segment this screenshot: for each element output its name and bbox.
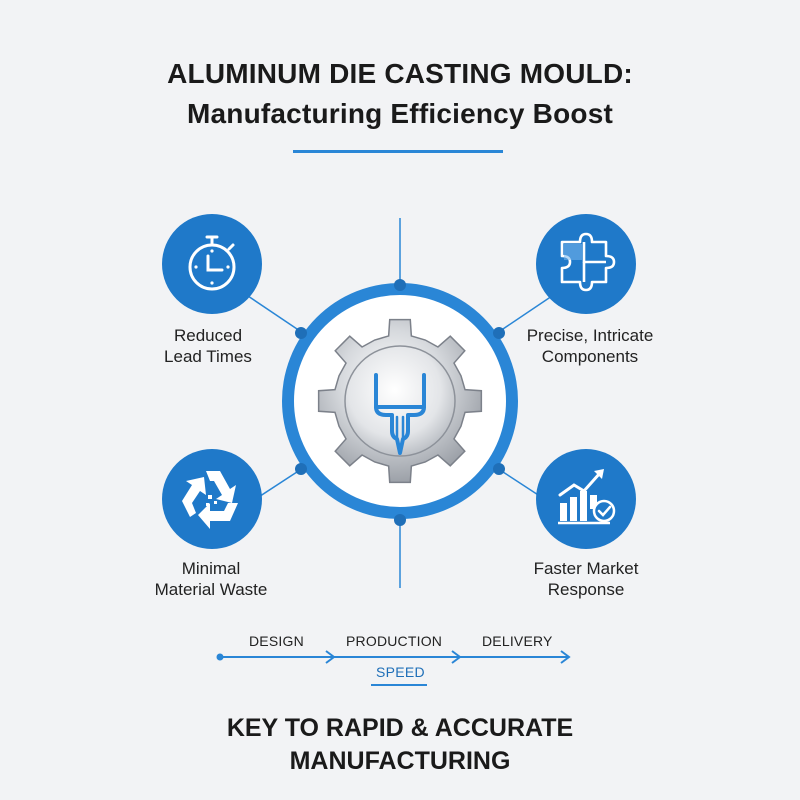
ring-node-top-right (493, 327, 505, 339)
feature-label-line: Minimal (181, 559, 241, 578)
growth-chart-icon (536, 449, 636, 549)
feature-label-line: Components (541, 347, 639, 366)
feature-label-line: Faster Market (533, 559, 639, 578)
flow-step-delivery: DELIVERY (482, 633, 553, 649)
ring-node-bottom-left (295, 463, 307, 475)
feature-label-line: Reduced (173, 326, 243, 345)
connector-precise (499, 295, 553, 332)
gear-mould-icon (317, 318, 483, 484)
footer-line-2: MANUFACTURING (289, 747, 511, 775)
feature-label-faster-market: Faster Market Response (500, 558, 672, 600)
flow-speed-label: SPEED (376, 664, 425, 680)
feature-label-line: Lead Times (164, 347, 252, 366)
speed-underline (371, 684, 427, 686)
flow-step-design: DESIGN (249, 633, 304, 649)
ring-node-bottom-right (493, 463, 505, 475)
puzzle-icon (536, 214, 636, 314)
feature-label-precise-components: Precise, Intricate Components (500, 325, 680, 367)
recycle-icon (162, 449, 262, 549)
feature-label-line: Response (547, 580, 625, 599)
connector-lead-times (247, 295, 301, 332)
feature-label-reduced-lead-times: Reduced Lead Times (128, 325, 288, 367)
ring-node-top (394, 279, 406, 291)
feature-label-line: Material Waste (154, 580, 268, 599)
flow-step-production: PRODUCTION (346, 633, 443, 649)
footer-line-1: KEY TO RAPID & ACCURATE (226, 714, 574, 742)
title-line-1: ALUMINUM DIE CASTING MOULD: (167, 58, 633, 89)
feature-label-minimal-waste: Minimal Material Waste (130, 558, 292, 600)
feature-label-line: Precise, Intricate (526, 326, 654, 345)
ring-node-top-left (295, 327, 307, 339)
title-underline (293, 150, 503, 153)
stopwatch-icon (162, 214, 262, 314)
title-line-2: Manufacturing Efficiency Boost (186, 98, 614, 129)
ring-node-bottom (394, 514, 406, 526)
process-flow-arrows (216, 650, 571, 664)
